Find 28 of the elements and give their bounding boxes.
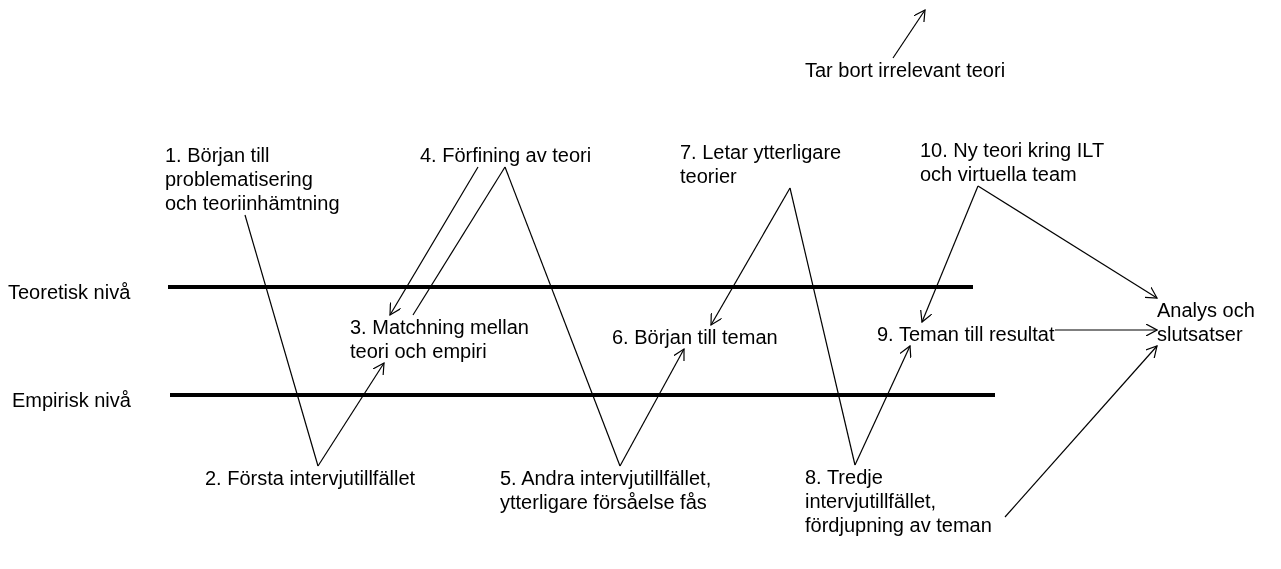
arrow	[317, 362, 385, 467]
connector-line	[504, 166, 621, 467]
connector-line	[412, 166, 506, 316]
arrow	[710, 187, 791, 326]
arrow	[854, 345, 912, 466]
arrow	[1004, 345, 1158, 518]
outcome-text: Analys och slutsatser	[1157, 298, 1257, 346]
step-text: 1. Början till problematisering och teoriinhämtning	[165, 143, 343, 215]
step-text: 7. Letar ytterligare teorier	[680, 140, 880, 188]
arrow	[977, 185, 1158, 299]
arrow	[920, 185, 979, 323]
arrow	[1054, 323, 1158, 337]
step-text: 10. Ny teori kring ILT och virtuella team	[920, 138, 1135, 186]
arrow	[892, 9, 926, 59]
level-label: Teoretisk nivå	[8, 280, 131, 304]
arrow	[619, 348, 685, 467]
step-text: 8. Tredje intervjutillfället, fördjupning av teman	[805, 465, 1005, 537]
step-text: 6. Början till teman	[612, 325, 778, 349]
connector-line	[789, 187, 856, 466]
level-label: Empirisk nivå	[12, 388, 131, 412]
connector-line	[244, 214, 319, 467]
step-text: 2. Första intervjutillfället	[205, 466, 416, 490]
note-text: Tar bort irrelevant teori	[805, 58, 1006, 82]
step-text: 4. Förfining av teori	[420, 143, 592, 167]
step-text: 5. Andra intervjutillfället, ytterligare försåelse fås	[500, 466, 750, 514]
step-text: 3. Matchning mellan teori och empiri	[350, 315, 565, 363]
step-text: 9. Teman till resultat	[877, 322, 1055, 346]
arrow	[389, 166, 479, 316]
